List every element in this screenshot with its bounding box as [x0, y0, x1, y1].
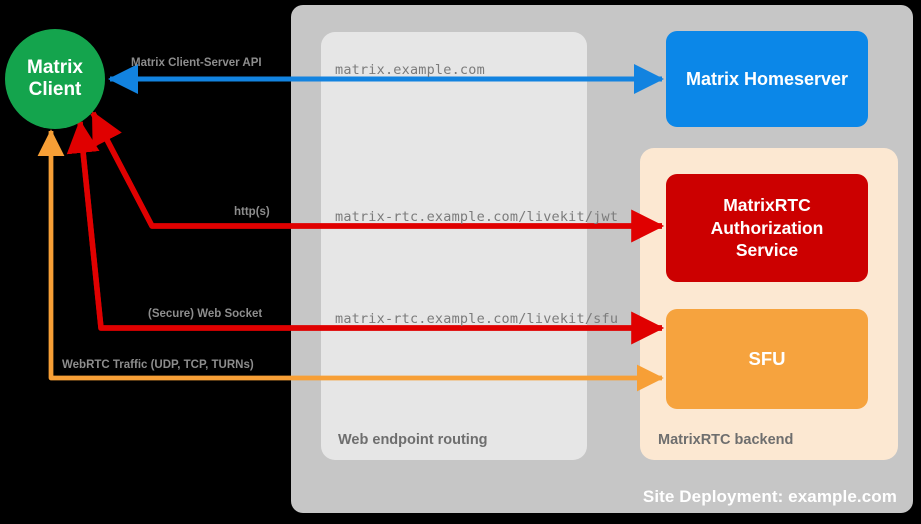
- sfu-label: SFU: [748, 348, 786, 369]
- matrixrtc-authorization-service-node[interactable]: MatrixRTC Authorization Service: [666, 174, 868, 282]
- matrix-homeserver-label: Matrix Homeserver: [685, 68, 849, 89]
- auth-label-line2: Authorization: [710, 217, 824, 238]
- url-livekit-jwt: matrix-rtc.example.com/livekit/jwt: [335, 209, 619, 225]
- sfu-node[interactable]: SFU: [666, 309, 868, 409]
- web-endpoint-routing-label: Web endpoint routing: [338, 432, 488, 448]
- matrix-client-label-line1: Matrix: [27, 56, 83, 78]
- auth-label-line1: MatrixRTC: [723, 195, 811, 216]
- url-matrix-homeserver: matrix.example.com: [335, 62, 485, 78]
- matrix-homeserver-node[interactable]: Matrix Homeserver: [666, 31, 868, 127]
- web-endpoint-routing-container: Web endpoint routing: [321, 32, 587, 460]
- edge-label-secure-websocket: (Secure) Web Socket: [148, 308, 263, 320]
- url-livekit-sfu: matrix-rtc.example.com/livekit/sfu: [335, 311, 619, 327]
- edge-label-https: http(s): [234, 206, 270, 218]
- auth-label-line3: Service: [735, 240, 799, 261]
- matrix-client-node[interactable]: Matrix Client: [5, 29, 105, 129]
- edge-label-webrtc-traffic: WebRTC Traffic (UDP, TCP, TURNs): [62, 359, 254, 371]
- site-deployment-label: Site Deployment: example.com: [642, 487, 897, 506]
- matrixrtc-backend-label: MatrixRTC backend: [658, 432, 794, 448]
- matrix-client-label-line2: Client: [28, 79, 82, 100]
- edge-label-matrix-client-server-api: Matrix Client-Server API: [131, 57, 262, 69]
